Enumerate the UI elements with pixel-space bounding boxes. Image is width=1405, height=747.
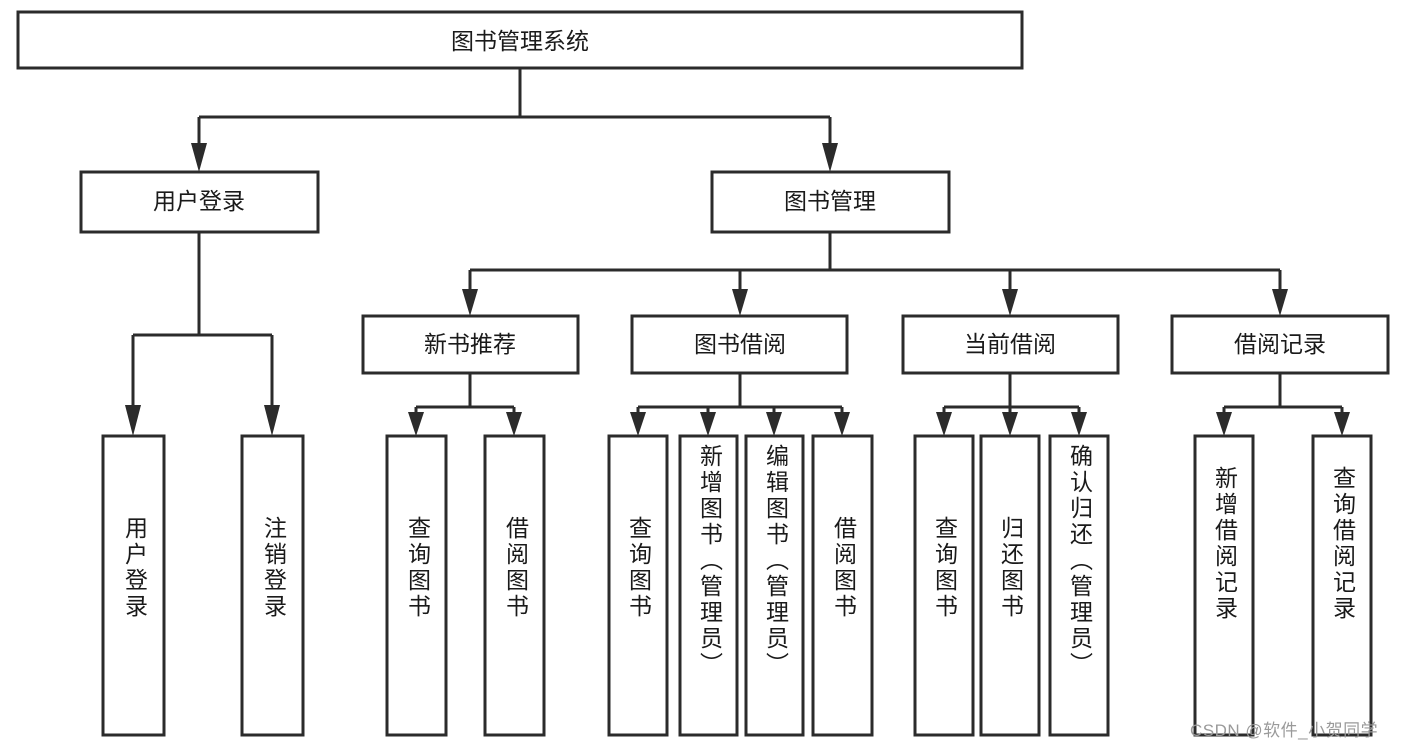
node-label-root: 图书管理系统 [451, 28, 589, 54]
arrow-head-user-login [191, 143, 207, 172]
leaf-box-book-borrow-2[interactable] [744, 434, 805, 737]
node-label-group: 图书管理系统 用户登录 图书管理 新书推荐 图书借阅 当前借阅 借阅记录 [153, 28, 1326, 357]
arrow-head-nb-leaf1 [408, 412, 424, 436]
leaf-box-borrow-record-0[interactable] [1193, 434, 1255, 737]
leaf-box-book-borrow-0[interactable] [607, 434, 669, 737]
arrow-head-book-mgmt [822, 143, 838, 172]
leaf-box-current-borrow-0[interactable] [913, 434, 975, 737]
watermark-text: CSDN @软件_小贺同学 [1190, 721, 1379, 740]
arrow-head-br-leaf2 [1334, 412, 1350, 436]
arrow-head-cb-leaf3 [1071, 412, 1087, 436]
leaf-box-book-borrow-1[interactable] [678, 434, 739, 737]
arrow-head-bb-leaf3 [766, 412, 782, 436]
arrow-head-bb-leaf1 [630, 412, 646, 436]
node-label-new-book-recommend: 新书推荐 [424, 331, 516, 357]
node-label-borrow-record: 借阅记录 [1234, 331, 1326, 357]
arrow-head-book-borrow [732, 289, 748, 316]
arrow-head-current-borrow [1002, 289, 1018, 316]
leaf-box-borrow-record-1[interactable] [1311, 434, 1373, 737]
arrow-head-bb-leaf2 [700, 412, 716, 436]
node-box-new-book-recommend[interactable] [361, 314, 580, 375]
node-box-group [16, 10, 1390, 737]
connector-group [125, 68, 1350, 436]
node-box-root[interactable] [16, 10, 1024, 70]
arrow-head-br-leaf1 [1216, 412, 1232, 436]
arrow-head-borrow-record [1272, 289, 1288, 316]
node-box-current-borrow[interactable] [901, 314, 1120, 375]
node-box-book-management[interactable] [710, 170, 951, 234]
leaf-box-book-borrow-3[interactable] [811, 434, 874, 737]
node-box-borrow-record[interactable] [1170, 314, 1390, 375]
node-label-current-borrow: 当前借阅 [964, 331, 1056, 357]
leaf-box-user-login-0[interactable] [101, 434, 166, 737]
node-box-user-login[interactable] [79, 170, 320, 234]
node-box-book-borrow[interactable] [630, 314, 849, 375]
arrow-head-leaf-logout [264, 405, 280, 436]
node-label-book-management: 图书管理 [784, 188, 876, 214]
leaf-box-user-login-1[interactable] [240, 434, 305, 737]
arrow-head-bb-leaf4 [834, 412, 850, 436]
arrow-head-leaf-user-login [125, 405, 141, 436]
arrow-head-cb-leaf2 [1002, 412, 1018, 436]
arrow-head-cb-leaf1 [936, 412, 952, 436]
leaf-box-new-book-1[interactable] [483, 434, 546, 737]
arrow-head-nb-leaf2 [506, 412, 522, 436]
arrow-head-new-book [462, 289, 478, 316]
leaf-box-current-borrow-1[interactable] [979, 434, 1041, 737]
leaf-box-current-borrow-2[interactable] [1048, 434, 1110, 737]
node-label-book-borrow: 图书借阅 [694, 331, 786, 357]
node-label-user-login: 用户登录 [153, 188, 245, 214]
leaf-box-new-book-0[interactable] [385, 434, 448, 737]
